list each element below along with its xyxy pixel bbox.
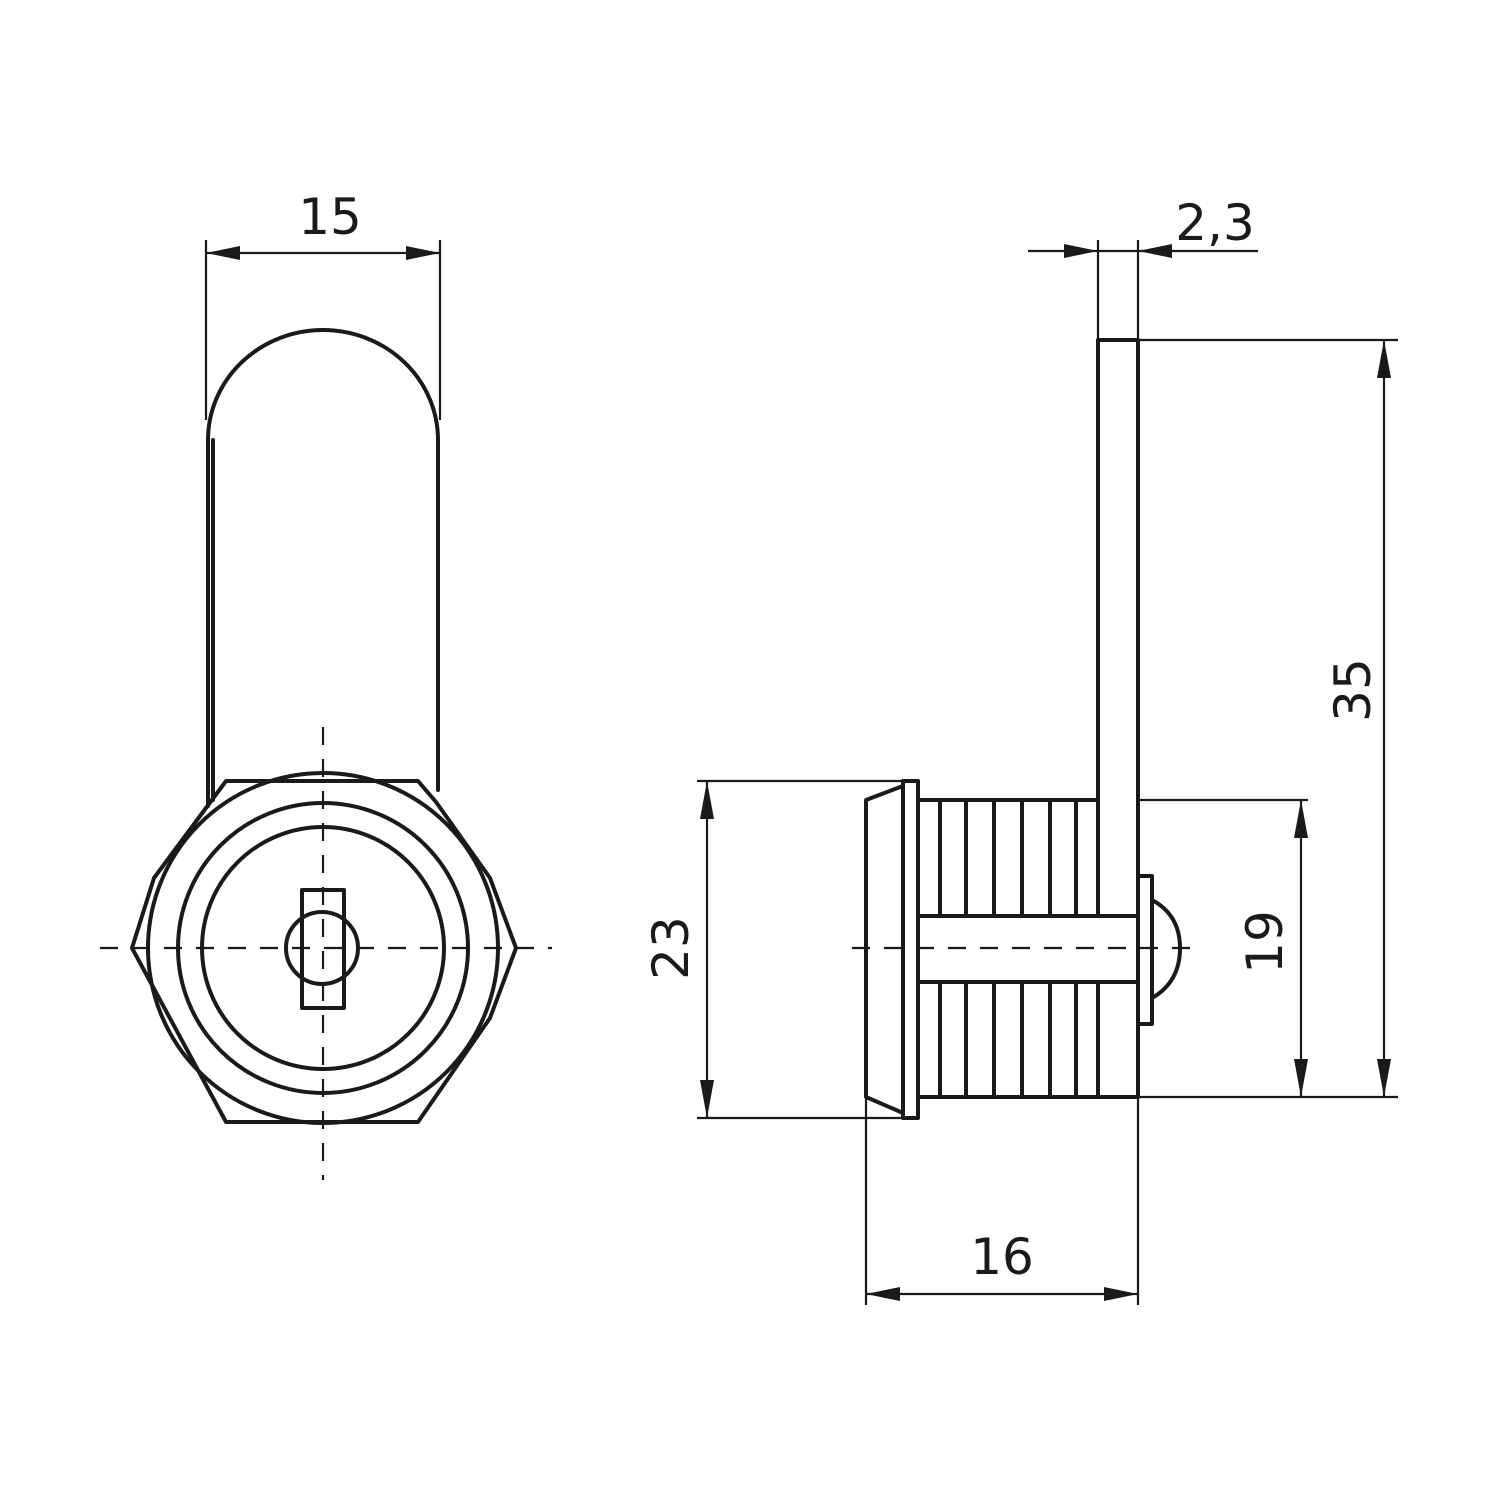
dim-15-arrow-left: [206, 246, 240, 260]
bezel-flange: [901, 779, 920, 1120]
dim-35-arrow-top: [1377, 340, 1391, 378]
dim-23-arrow-top: [700, 781, 714, 819]
dim-height-label: 35: [1324, 658, 1382, 722]
dim-body-diameter-label: 19: [1236, 910, 1294, 974]
front-view: 15: [100, 188, 552, 1180]
dim-bezel-diameter-label: 23: [642, 916, 700, 980]
dim-length-label: 16: [970, 1228, 1034, 1286]
side-view: 2,3 35 19 23 16: [642, 194, 1398, 1305]
ribs-upper: [938, 798, 1078, 918]
dim-16-arrow-right: [1104, 1287, 1138, 1301]
dim-23-arrow-bottom: [700, 1080, 714, 1118]
hex-nut: [130, 779, 518, 1124]
dim-width-label: 15: [298, 188, 362, 246]
dim-15-arrow-right: [406, 246, 440, 260]
dim-35-arrow-bottom: [1377, 1059, 1391, 1097]
dim-thickness-label: 2,3: [1175, 194, 1255, 252]
dim-thickness-arrow-right: [1138, 244, 1172, 258]
bezel-face: [864, 784, 905, 1115]
washer: [1136, 874, 1154, 1026]
dim-thickness-arrow-left: [1064, 244, 1098, 258]
dim-19-arrow-top: [1294, 800, 1308, 838]
lock-body: [916, 798, 1140, 1099]
dim-16-arrow-left: [866, 1287, 900, 1301]
dim-19-arrow-bottom: [1294, 1059, 1308, 1097]
cam-plate: [1096, 338, 1140, 1099]
ribs-lower: [938, 980, 1100, 1099]
cam-tongue-outline: [206, 328, 440, 808]
